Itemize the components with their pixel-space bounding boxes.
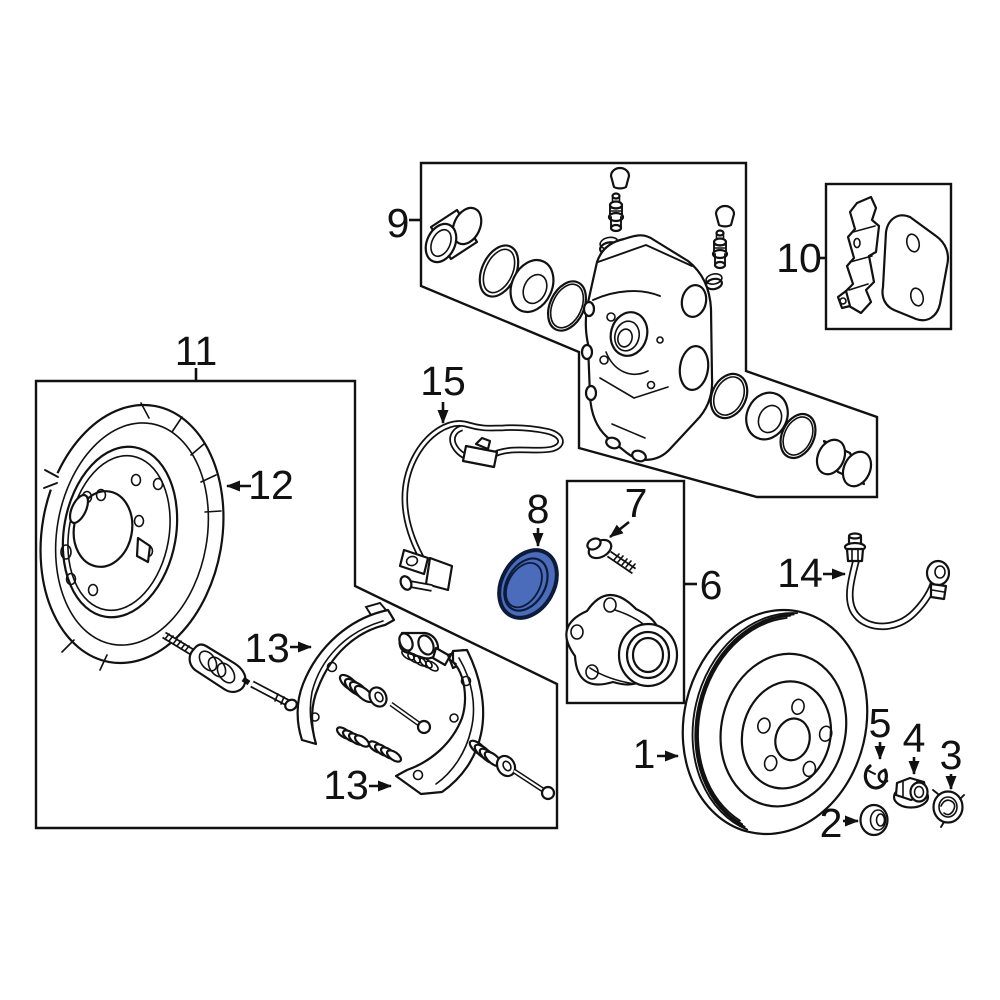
shoe-hold-cup-right-icon — [495, 754, 517, 778]
seal-outer-ring — [497, 548, 559, 620]
callout-5-label: 5 — [869, 700, 892, 746]
abs-sensor-icon — [398, 420, 564, 592]
callout-3-label: 3 — [940, 732, 963, 778]
wheel-hub-icon — [565, 593, 679, 688]
shoe-return-spring-left-icon — [338, 673, 375, 704]
callout-15: 15 — [420, 358, 466, 424]
piston-boot-icon — [509, 259, 555, 313]
brake-hose-icon — [843, 532, 951, 631]
callout-11: 11 — [175, 328, 218, 381]
shoe-return-spring-right-icon — [468, 739, 503, 768]
callout-2: 2 — [820, 800, 859, 846]
callout-12-label: 12 — [248, 462, 294, 508]
callout-7-arrow — [609, 520, 630, 539]
callout-6: 6 — [684, 562, 722, 608]
callout-5: 5 — [869, 700, 892, 760]
callout-14-label: 14 — [777, 550, 823, 596]
callout-13b-label: 13 — [323, 762, 369, 808]
callout-10-label: 10 — [776, 235, 822, 281]
retaining-clip-icon — [863, 764, 889, 790]
brake-pad-front-icon — [881, 214, 950, 322]
callout-1-label: 1 — [633, 731, 656, 777]
caliper-piston-left-icon — [424, 206, 483, 264]
seal-inner-ring — [503, 557, 549, 612]
callout-13-lower: 13 — [323, 762, 392, 808]
callout-6-label: 6 — [700, 562, 723, 608]
bleeder-cap-2-icon — [714, 204, 736, 228]
grease-seal-highlighted — [497, 548, 559, 620]
callout-1: 1 — [633, 731, 679, 777]
adjuster-screw-1-icon — [335, 726, 371, 748]
parking-shoe-upper-icon — [296, 601, 396, 746]
snap-ring-right-icon — [779, 412, 817, 460]
bleeder-cap-1-icon — [609, 166, 631, 190]
callout-8-label: 8 — [527, 486, 550, 532]
adjuster-screw-2-icon — [367, 740, 403, 763]
retainer-ring-icon — [546, 280, 588, 332]
parking-cable-icon — [162, 631, 298, 712]
seal-lip-ring — [504, 562, 543, 609]
callout-9-label: 9 — [387, 200, 410, 246]
axle-nut-icon — [892, 776, 930, 809]
callout-8: 8 — [527, 486, 550, 547]
callout-11-label: 11 — [175, 328, 218, 374]
callout-4: 4 — [903, 715, 926, 775]
grease-cap-icon — [859, 803, 889, 837]
callout-14: 14 — [777, 550, 846, 596]
callout-13a-label: 13 — [244, 625, 290, 671]
callout-2-label: 2 — [820, 800, 843, 846]
callout-7-label: 7 — [625, 480, 648, 526]
bleeder-screw-1-icon — [607, 192, 625, 233]
shoe-hold-pin-2-icon — [512, 768, 556, 801]
callout-9: 9 — [387, 200, 421, 246]
callout-13-upper: 13 — [244, 625, 312, 671]
callout-3: 3 — [940, 732, 963, 790]
parking-shoe-lower-icon — [394, 648, 485, 796]
shoe-hold-pin-1-icon — [389, 701, 432, 735]
brake-rotor-icon — [681, 608, 869, 836]
caliper-piston-right-icon — [815, 438, 873, 488]
brake-pad-back-icon — [836, 195, 881, 315]
nut-lock-cap-icon — [932, 789, 965, 828]
hub-bolt-icon — [586, 537, 637, 575]
shoe-hold-cup-left-icon — [368, 686, 388, 708]
brake-caliper-body-icon — [580, 234, 714, 463]
callout-12: 12 — [226, 462, 294, 508]
callout-15-label: 15 — [420, 358, 466, 404]
callout-4-label: 4 — [903, 715, 926, 761]
backing-plate-icon — [39, 402, 225, 671]
square-seal-ring-icon — [709, 372, 749, 420]
callout-7: 7 — [609, 480, 648, 539]
callout-10: 10 — [776, 235, 826, 281]
